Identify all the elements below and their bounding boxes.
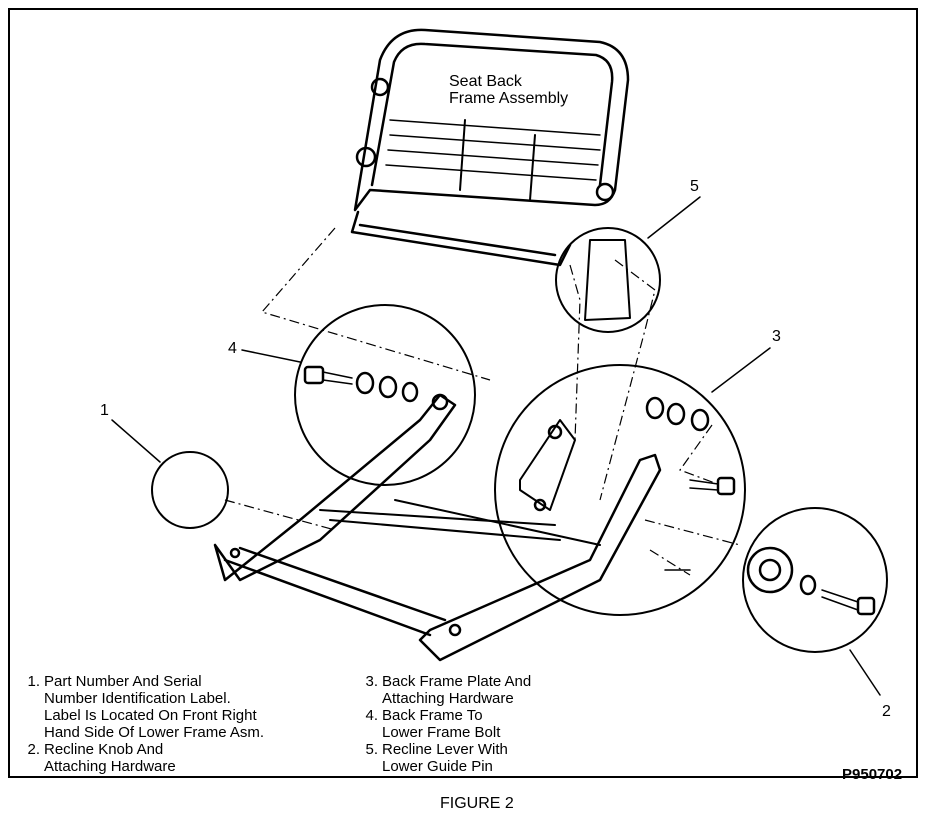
legend-num: 4. — [365, 707, 378, 724]
detail-circle-1 — [151, 451, 229, 529]
callout-3: 3 — [772, 328, 781, 345]
legend-item-1: 1. Part Number And Serial Number Identif… — [18, 673, 358, 741]
callout-1: 1 — [100, 402, 109, 419]
legend-text: Part Number And Serial Number Identifica… — [44, 673, 265, 741]
seat-back-label: Seat Back Frame Assembly — [449, 73, 569, 107]
detail-circle-4 — [294, 304, 476, 486]
legend-right: 3. Back Frame Plate And Attaching Hardwa… — [356, 673, 616, 775]
legend-item-2: 2. Recline Knob And Attaching Hardware — [18, 741, 358, 775]
legend-left: 1. Part Number And Serial Number Identif… — [18, 673, 358, 775]
callout-5: 5 — [690, 178, 699, 195]
callout-4: 4 — [228, 340, 237, 357]
detail-circle-3 — [494, 364, 746, 616]
lower-frame-right-rail — [418, 453, 662, 662]
legend-num: 2. — [27, 741, 40, 758]
detail-circle-2 — [742, 507, 888, 653]
seat-back-inner — [370, 42, 614, 187]
lower-frame-crossbar-rear — [319, 509, 561, 541]
lower-frame-rod — [394, 499, 601, 546]
legend-num: 1. — [27, 673, 40, 690]
figure-number: P950702 — [842, 766, 903, 783]
legend-num: 5. — [365, 741, 378, 758]
legend-item-3: 3. Back Frame Plate And Attaching Hardwa… — [356, 673, 616, 707]
legend-num: 3. — [365, 673, 378, 690]
seat-back-springs — [385, 119, 601, 181]
detail-circle-5 — [555, 227, 661, 333]
callout-2: 2 — [882, 703, 891, 720]
legend-text: Recline Lever With Lower Guide Pin — [382, 741, 508, 775]
figure-caption: FIGURE 2 — [440, 795, 514, 812]
lower-frame-crossbar-front — [223, 546, 447, 637]
seat-back-frame — [353, 28, 630, 212]
legend-text: Back Frame Plate And Attaching Hardware — [382, 673, 532, 707]
legend-text: Recline Knob And Attaching Hardware — [44, 741, 176, 775]
seat-back-bottom-rail — [350, 210, 572, 267]
legend-item-5: 5. Recline Lever With Lower Guide Pin — [356, 741, 616, 775]
legend-item-4: 4. Back Frame To Lower Frame Bolt — [356, 707, 616, 741]
diagram-border — [8, 8, 918, 778]
legend-text: Back Frame To Lower Frame Bolt — [382, 707, 501, 741]
